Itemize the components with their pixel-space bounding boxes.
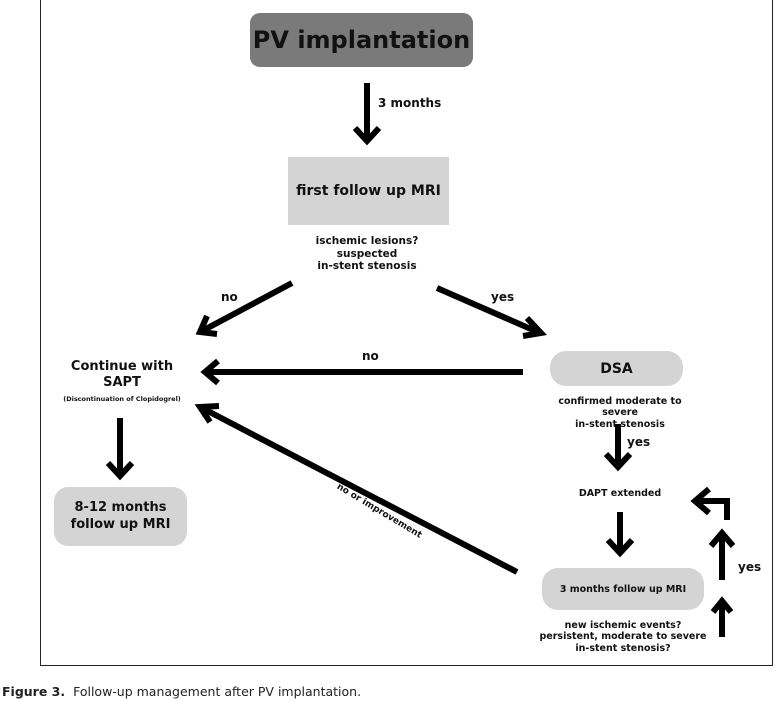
three-months-label: 3 months — [378, 96, 442, 110]
continue-sapt-line1: Continue with — [70, 359, 174, 374]
arrow-yes-dsa — [603, 424, 633, 472]
dsa-label: DSA — [600, 360, 633, 377]
yes-right-label: yes — [491, 290, 515, 304]
continue-sapt-note: (Discontinuation of Clopidogrel) — [63, 394, 181, 403]
yes-loop-label: yes — [738, 560, 762, 574]
figure-label: Figure 3. — [2, 684, 66, 699]
first-mri-box: first follow up MRI — [288, 157, 449, 225]
figure-frame — [40, 0, 773, 666]
continue-sapt-line2: SAPT — [103, 375, 141, 391]
question-2-line3: in-stent stenosis? — [575, 642, 671, 654]
figure-caption: Figure 3. Follow-up management after PV … — [2, 684, 361, 699]
mri-8-12-box: 8-12 months follow up MRI — [54, 487, 187, 546]
arrow-3-months — [352, 83, 382, 146]
dsa-box: DSA — [550, 351, 683, 386]
question-2: new ischemic events? persistent, moderat… — [538, 620, 708, 654]
first-mri-label: first follow up MRI — [296, 183, 441, 199]
mri-3-months-label: 3 months follow up MRI — [559, 583, 687, 595]
question-2-line2: persistent, moderate to severe — [539, 631, 707, 643]
question-1-line1: ischemic lesions? — [315, 235, 419, 247]
arrow-loop-yes — [690, 486, 736, 637]
dapt-extended-node: DAPT extended — [560, 488, 680, 500]
arrow-no-middle — [200, 358, 523, 386]
dsa-result-line1: confirmed moderate to severe — [558, 396, 682, 419]
question-1: ischemic lesions? suspected in-stent ste… — [297, 235, 437, 273]
no-left-label: no — [221, 290, 238, 304]
dapt-extended-label: DAPT extended — [578, 488, 662, 499]
pv-implantation-label: PV implantation — [252, 26, 471, 54]
arrow-yes-right — [435, 285, 548, 339]
arrow-to-8-12 — [105, 418, 135, 481]
arrow-dapt-to-3m — [605, 512, 635, 558]
question-1-line3: in-stent stenosis — [317, 260, 417, 273]
mri-8-12-line1: 8-12 months — [74, 499, 167, 515]
no-middle-label: no — [362, 349, 379, 363]
arrow-no-left — [195, 280, 294, 337]
arrow-no-or-improvement — [194, 403, 519, 575]
caption-text: Follow-up management after PV implantati… — [73, 684, 362, 699]
continue-sapt-node: Continue with SAPT (Discontinuation of C… — [62, 359, 182, 403]
question-2-line1: new ischemic events? — [564, 620, 682, 631]
question-1-line2: suspected — [336, 247, 398, 260]
yes-dsa-label: yes — [627, 435, 651, 449]
mri-3-months-box: 3 months follow up MRI — [542, 568, 704, 610]
mri-8-12-line2: follow up MRI — [70, 516, 171, 532]
pv-implantation-box: PV implantation — [250, 13, 473, 67]
